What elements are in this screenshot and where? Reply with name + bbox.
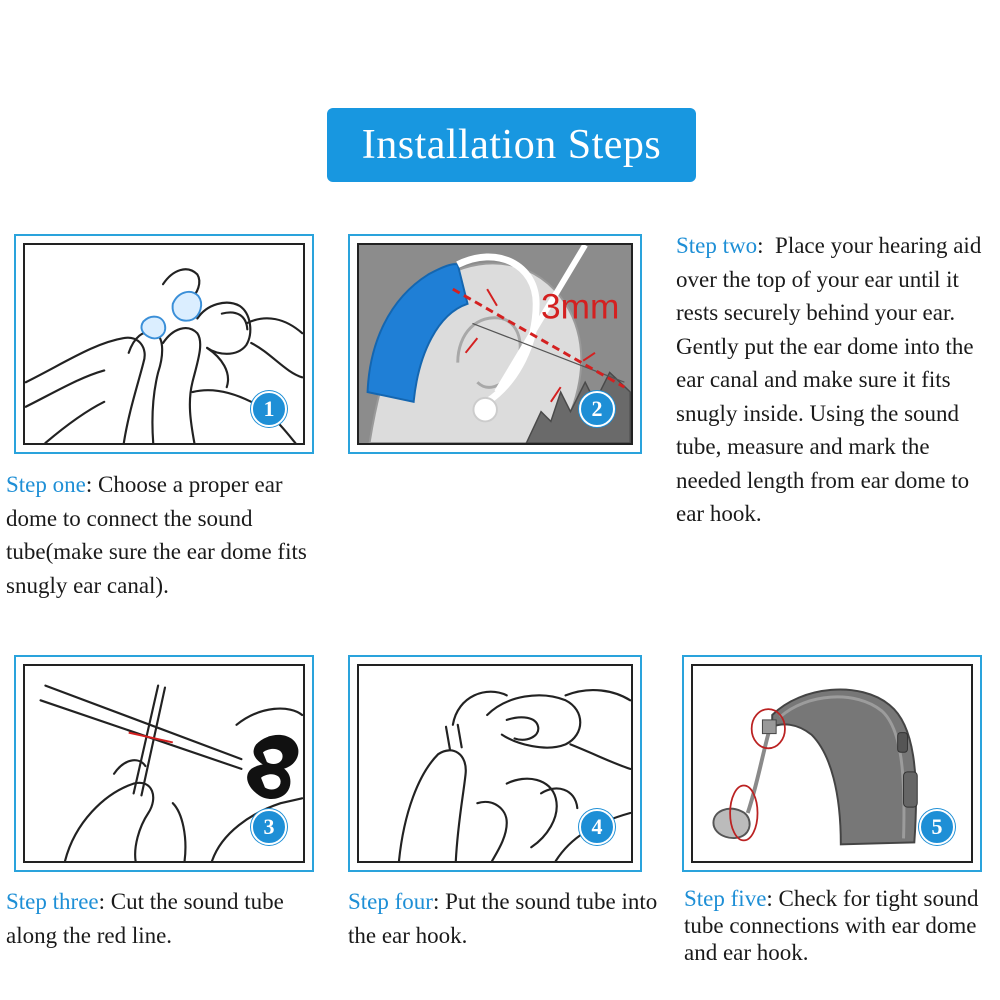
step-number-badge: 4 [579, 809, 615, 845]
step-five-illustration: 5 [682, 655, 982, 872]
step-number-badge: 2 [579, 391, 615, 427]
step-five-caption: Step five: Check for tight sound tube co… [684, 886, 979, 965]
step-two-illustration: 3mm 2 [348, 234, 642, 454]
step-number-badge: 3 [251, 809, 287, 845]
step-three-frame: 3 [23, 664, 305, 863]
step-three-text: Cut the sound tube along the red line. [6, 889, 284, 948]
step-four-illustration: 4 [348, 655, 642, 872]
step-two-frame: 3mm 2 [357, 243, 633, 445]
step-three-illustration: 3 [14, 655, 314, 872]
step-four-caption: Step four: Put the sound tube into the e… [348, 889, 658, 948]
scissors-cutting-tube-drawing [39, 684, 303, 861]
title-banner: Installation Steps [327, 108, 696, 182]
step-two-label: Step two [676, 233, 758, 258]
measurement-label: 3mm [541, 288, 619, 327]
hearing-aid-connections-drawing [712, 688, 918, 846]
step-five-label: Step five [684, 886, 767, 911]
step-five-frame: 5 [691, 664, 973, 863]
step-number-badge: 1 [251, 391, 287, 427]
step-four-frame: 4 [357, 664, 633, 863]
step-two-caption: Step two: Place your hearing aid over th… [676, 233, 982, 526]
step-number-badge: 5 [919, 809, 955, 845]
step-one-frame: 1 [23, 243, 305, 445]
step-three-caption: Step three: Cut the sound tube along the… [6, 889, 284, 948]
step-one-caption: Step one: Choose a proper ear dome to co… [6, 472, 307, 598]
step-three-label: Step three [6, 889, 99, 914]
step-two-text: Place your hearing aid over the top of y… [676, 233, 982, 526]
step-five-text: Check for tight sound tube connections w… [684, 886, 979, 965]
step-four-text: Put the sound tube into the ear hook. [348, 889, 658, 948]
step-four-label: Step four [348, 889, 433, 914]
fingers-holding-dome-drawing [25, 268, 303, 443]
step-one-text: Choose a proper ear dome to connect the … [6, 472, 307, 598]
step-one-illustration: 1 [14, 234, 314, 454]
page-title: Installation Steps [361, 122, 662, 168]
step-one-label: Step one [6, 472, 86, 497]
